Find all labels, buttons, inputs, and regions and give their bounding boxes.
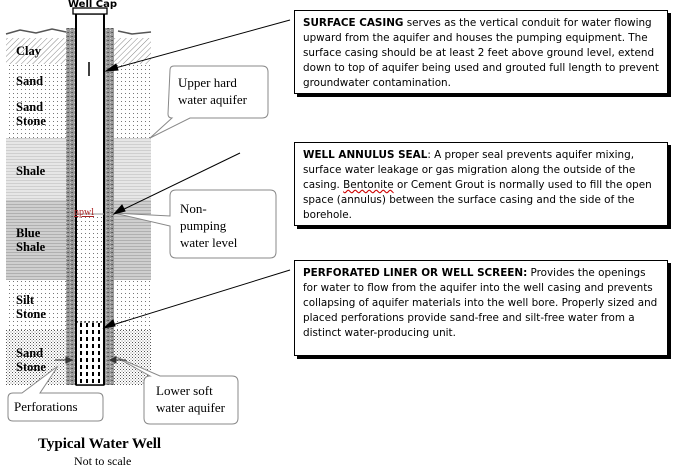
layer-label-clay: Clay [16, 44, 41, 58]
surface-casing-heading: SURFACE CASING [303, 17, 404, 29]
layer-label-sand-stone-lower: Sand Stone [16, 346, 46, 374]
layer-label-silt-stone: Silt Stone [16, 293, 46, 321]
surface-casing-text: serves as the vertical conduit for water… [303, 17, 659, 89]
lower-aquifer-callout: Lower soft water aquifer [156, 383, 225, 415]
water-column [77, 214, 103, 322]
perforated-liner-heading: PERFORATED LINER OR WELL SCREEN: [303, 267, 528, 279]
npwl-tag: npwl [74, 207, 94, 218]
annulus-seal-heading: WELL ANNULUS SEAL [303, 149, 428, 161]
surface-casing-arrow [107, 19, 291, 71]
layer-label-sand-stone-upper: Sand Stone [16, 100, 46, 128]
upper-aquifer-callout: Upper hard water aquifer [178, 75, 247, 107]
perforations-callout: Perforations [14, 399, 78, 414]
annulus-seal-underlined: Bentonite [343, 179, 394, 191]
perforated-liner-box: PERFORATED LINER OR WELL SCREEN: Provide… [294, 260, 668, 356]
npwl-callout: Non- pumping water level [180, 201, 238, 250]
upper-aquifer-bubble [149, 65, 269, 139]
diagram-subtitle: Not to scale [74, 454, 132, 468]
annulus-seal-text-after: or Cement Grout is normally used to fill… [303, 179, 652, 221]
lower-aquifer-bubble [113, 355, 239, 425]
perforated-screen [77, 322, 103, 385]
annulus-seal-box: WELL ANNULUS SEAL: A proper seal prevent… [294, 142, 668, 226]
grout-left [66, 28, 76, 385]
well-cap [72, 7, 108, 15]
grout-right [104, 28, 114, 385]
annulus-seal-arrow [115, 152, 241, 214]
perforations-bubble [7, 365, 104, 422]
layer-label-shale: Shale [16, 164, 46, 178]
diagram-title: Typical Water Well [38, 436, 162, 452]
surface-casing-box: SURFACE CASING serves as the vertical co… [294, 10, 668, 94]
annulus-seal-text-before: : A proper seal prevents aquifer mixing,… [303, 149, 636, 191]
layer-label-sand: Sand [16, 74, 44, 88]
layer-label-blue-shale: Blue Shale [16, 226, 46, 254]
npwl-bubble [113, 189, 277, 259]
well-cap-label: Well Cap [68, 0, 118, 10]
perforated-liner-arrow [105, 269, 291, 328]
perforated-liner-text: Provides the openings for water to flow … [303, 267, 658, 339]
